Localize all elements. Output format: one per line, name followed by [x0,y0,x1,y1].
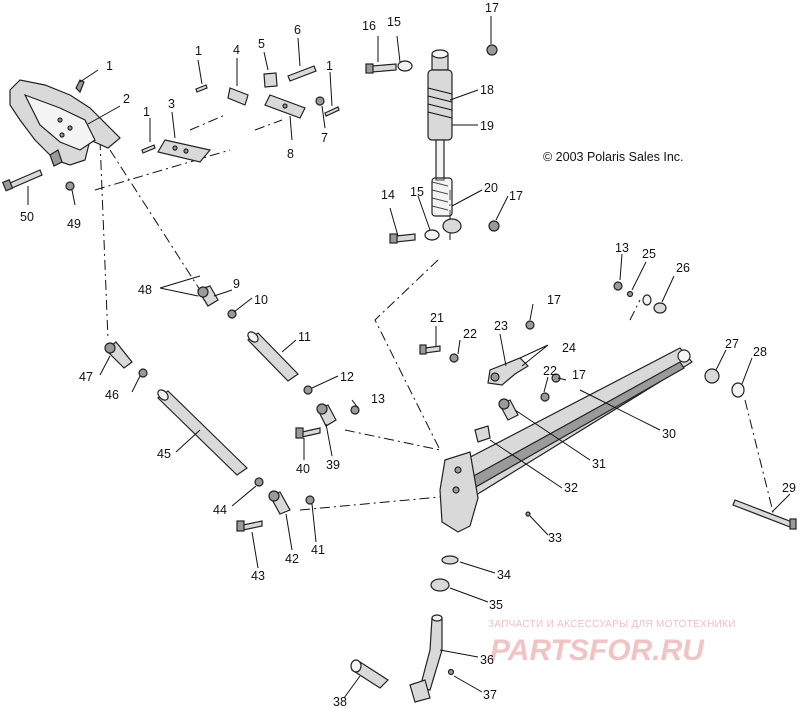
callout-12: 12 [340,370,354,384]
callout-17: 17 [485,1,499,15]
callout-22: 22 [463,327,477,341]
callout-6: 6 [294,23,301,37]
callout-47: 47 [79,370,93,384]
callout-22: 22 [543,364,557,378]
callout-17: 17 [547,293,561,307]
callout-34: 34 [497,568,511,582]
callout-21: 21 [430,311,444,325]
callout-36: 36 [480,653,494,667]
callout-39: 39 [326,458,340,472]
callout-42: 42 [285,552,299,566]
trailing-arm-part [439,347,693,533]
callout-14: 14 [381,188,395,202]
leader-lines [27,16,791,699]
callout-45: 45 [157,447,171,461]
callout-31: 31 [592,457,606,471]
axle-tubes [157,331,299,476]
callout-16: 16 [362,19,376,33]
pivot-bolts [236,344,441,532]
callout-9: 9 [233,277,240,291]
long-bolt-29-part [732,499,797,530]
callout-15: 15 [387,15,401,29]
callout-3: 3 [168,97,175,111]
callout-29: 29 [782,481,796,495]
callout-35: 35 [489,598,503,612]
front-bracket-part [9,79,121,167]
callout-17: 17 [572,368,586,382]
callout-24: 24 [562,341,576,355]
callout-1: 1 [143,105,150,119]
callout-37: 37 [483,688,497,702]
callout-26: 26 [676,261,690,275]
callout-27: 27 [725,337,739,351]
callout-19: 19 [480,119,494,133]
callout-33: 33 [548,531,562,545]
callout-2: 2 [123,92,130,106]
callout-49: 49 [67,217,81,231]
callout-13: 13 [615,241,629,255]
small-hardware-parts [65,79,634,676]
callout-44: 44 [213,503,227,517]
watermark-logo: PARTSFOR.RU [490,634,705,667]
rod-ends [104,285,519,515]
bracket-23-part [487,357,529,386]
callout-1: 1 [106,59,113,73]
callout-23: 23 [494,319,508,333]
callout-4: 4 [233,43,240,57]
callout-numbers: 1 2 1 3 1 4 5 6 1 7 8 50 49 16 15 17 18 … [20,1,796,709]
callout-17: 17 [509,189,523,203]
bolt-50-part [1,169,43,192]
callout-40: 40 [296,462,310,476]
callout-1: 1 [195,44,202,58]
watermark-subtitle: ЗАПЧАСТИ И АКСЕССУАРЫ ДЛЯ МОТОТЕХНИКИ [488,619,736,630]
shock-bolts [365,44,500,244]
callout-10: 10 [254,293,268,307]
callout-25: 25 [642,247,656,261]
shock-absorber-part [427,49,462,234]
callout-15: 15 [410,185,424,199]
callout-18: 18 [480,83,494,97]
callout-28: 28 [753,345,767,359]
callout-11: 11 [298,330,311,344]
callout-38: 38 [333,695,347,709]
callout-20: 20 [484,181,498,195]
bushings [642,294,745,398]
callout-41: 41 [311,543,325,557]
mounting-plates [157,65,317,163]
callout-5: 5 [258,37,265,51]
callout-48: 48 [138,283,152,297]
callout-30: 30 [662,427,676,441]
spindle-part [350,555,459,703]
copyright-text: © 2003 Polaris Sales Inc. [543,150,684,164]
callout-8: 8 [287,147,294,161]
callout-43: 43 [251,569,265,583]
callout-46: 46 [105,388,119,402]
callout-13: 13 [371,392,385,406]
callout-1: 1 [326,59,333,73]
callout-50: 50 [20,210,34,224]
callout-32: 32 [564,481,578,495]
callout-7: 7 [321,131,328,145]
